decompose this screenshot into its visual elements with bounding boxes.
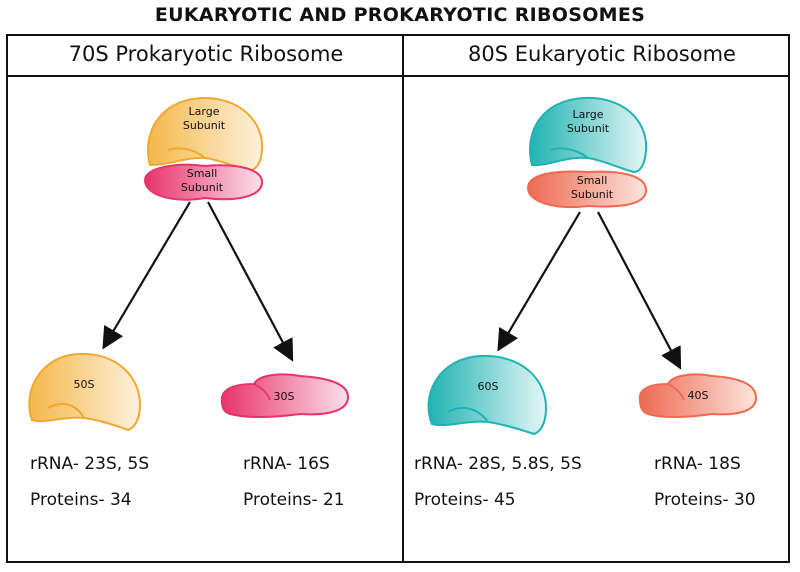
eukaryotic-small-subunit [526, 170, 648, 208]
prokaryotic-right-arrow [207, 201, 294, 362]
prokaryotic-50s-proteins: Proteins- 34 [30, 490, 132, 510]
diagram-frame [6, 34, 790, 563]
eukaryotic-60s-rrna: rRNA- 28S, 5.8S, 5S [414, 454, 582, 474]
eukaryotic-small-label-line2: Subunit [571, 188, 614, 201]
prokaryotic-large-label-line1: Large [189, 105, 220, 118]
prokaryotic-large-subunit-50s: 50S [28, 352, 142, 432]
header-divider [6, 75, 790, 77]
eukaryotic-large-label-line2: Subunit [567, 122, 610, 135]
eukaryotic-panel-title: 80S Eukaryotic Ribosome [468, 42, 736, 66]
label-30s: 30S [274, 390, 295, 403]
label-50s: 50S [74, 378, 95, 391]
eukaryotic-40s-proteins: Proteins- 30 [654, 490, 756, 510]
eukaryotic-right-arrow [597, 211, 682, 370]
eukaryotic-assembled-ribosome: Large Subunit Small Subunit [526, 96, 648, 208]
prokaryotic-small-label-line1: Small [187, 167, 218, 180]
prokaryotic-left-arrow [102, 201, 191, 350]
label-40s: 40S [688, 389, 709, 402]
eukaryotic-left-arrow [497, 211, 581, 352]
prokaryotic-50s-rrna: rRNA- 23S, 5S [30, 454, 150, 474]
eukaryotic-small-label-line1: Small [577, 174, 608, 187]
panel-divider [402, 34, 404, 563]
label-60s: 60S [478, 380, 499, 393]
prokaryotic-small-label-line2: Subunit [181, 181, 224, 194]
prokaryotic-small-subunit [143, 163, 264, 201]
eukaryotic-40s-rrna: rRNA- 18S [654, 454, 741, 474]
eukaryotic-large-subunit-60s: 60S [427, 354, 548, 436]
prokaryotic-assembled-ribosome: Large Subunit Small Subunit [143, 96, 264, 201]
prokaryotic-large-label-line2: Subunit [183, 119, 226, 132]
eukaryotic-60s-proteins: Proteins- 45 [414, 490, 516, 510]
eukaryotic-large-label-line1: Large [573, 108, 604, 121]
prokaryotic-30s-rrna: rRNA- 16S [243, 454, 330, 474]
prokaryotic-small-subunit-30s: 30S [220, 373, 350, 418]
prokaryotic-panel-title: 70S Prokaryotic Ribosome [68, 42, 344, 66]
eukaryotic-small-subunit-40s: 40S [638, 373, 758, 418]
prokaryotic-30s-proteins: Proteins- 21 [243, 490, 345, 510]
page-title: EUKARYOTIC AND PROKARYOTIC RIBOSOMES [154, 4, 646, 26]
